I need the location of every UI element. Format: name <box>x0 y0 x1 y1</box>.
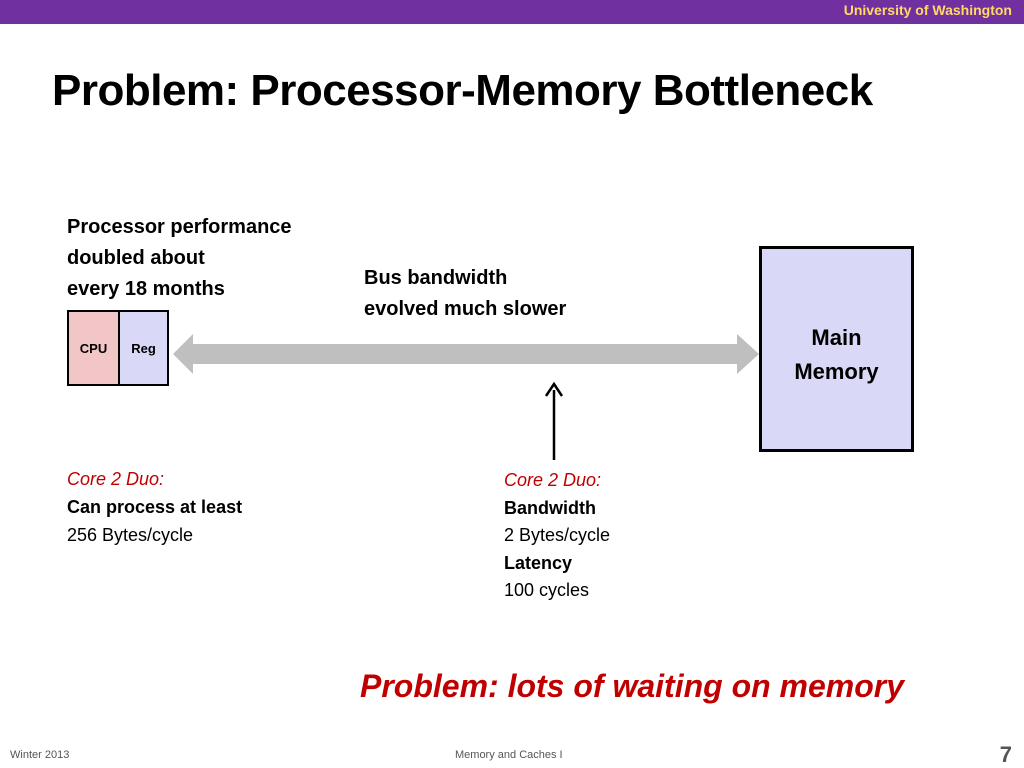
main-memory-box: Main Memory <box>759 246 914 452</box>
footer-topic: Memory and Caches I <box>455 749 563 761</box>
core-heading: Core 2 Duo: <box>67 469 165 489</box>
processor-caption-line: doubled about <box>67 247 205 269</box>
bandwidth-value: 2 Bytes/cycle <box>504 525 611 545</box>
memory-label-line: Memory <box>794 359 879 384</box>
reg-box: Reg <box>120 312 167 384</box>
cpu-reg-block: CPU Reg <box>67 310 169 386</box>
latency-value: 100 cycles <box>504 580 590 600</box>
bus-caption-line: evolved much slower <box>364 298 567 320</box>
bus-caption: Bus bandwidth evolved much slower <box>364 263 566 325</box>
processor-caption: Processor performance doubled about ever… <box>67 212 292 305</box>
core-process-value: 256 Bytes/cycle <box>67 525 194 545</box>
processor-caption-line: every 18 months <box>67 278 225 300</box>
header-bar: University of Washington <box>0 0 1024 24</box>
problem-statement: Problem: lots of waiting on memory <box>360 668 905 704</box>
latency-label: Latency <box>504 552 573 573</box>
bus-caption-line: Bus bandwidth <box>364 267 508 289</box>
memory-label-line: Main <box>811 325 862 350</box>
page-number: 7 <box>999 742 1012 767</box>
core-heading: Core 2 Duo: <box>504 470 602 490</box>
bandwidth-label: Bandwidth <box>504 497 596 518</box>
slide-title: Problem: Processor-Memory Bottleneck <box>52 66 873 115</box>
bandwidth-pointer-arrowhead <box>544 381 564 397</box>
processor-caption-line: Processor performance <box>67 216 292 238</box>
core-processing-info: Core 2 Duo: Can process at least 256 Byt… <box>67 465 242 549</box>
footer-term: Winter 2013 <box>10 749 70 761</box>
cpu-box: CPU <box>69 312 120 384</box>
core-bus-info: Core 2 Duo: Bandwidth 2 Bytes/cycle Late… <box>504 467 610 605</box>
org-name: University of Washington <box>843 2 1012 18</box>
core-process-label: Can process at least <box>67 497 243 517</box>
bus-double-arrow <box>173 334 759 374</box>
